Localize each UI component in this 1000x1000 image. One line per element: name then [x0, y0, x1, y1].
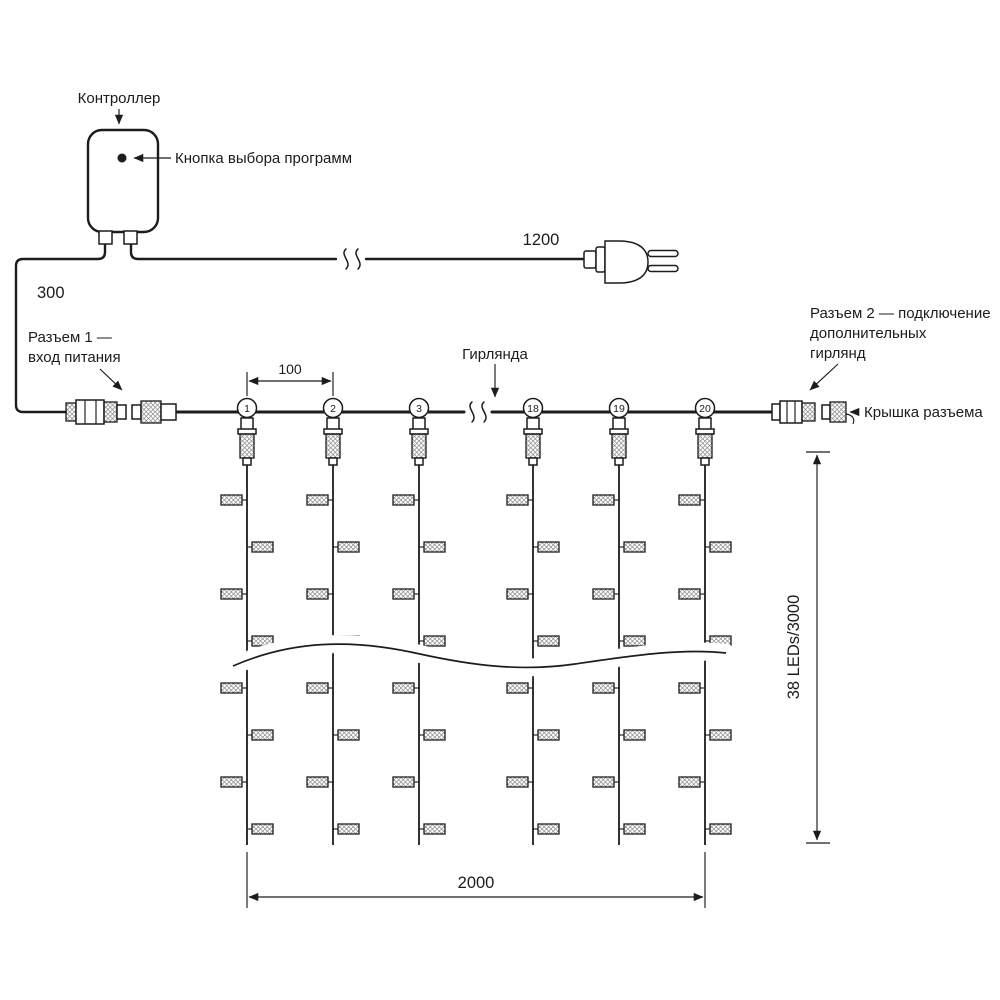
- connector-part: [779, 400, 803, 424]
- drop-string-20: [679, 418, 731, 845]
- drop-number-badges: 1 2 3 18 19 20: [236, 397, 716, 419]
- drop-string-1: [221, 418, 273, 845]
- program-button-label: Кнопка выбора программ: [175, 150, 352, 167]
- dimension-value-100: 100: [278, 361, 302, 377]
- connector-cap: [829, 401, 847, 423]
- drop-number: 18: [527, 403, 539, 415]
- controller: [86, 128, 160, 245]
- cap-label: Крышка разъема: [864, 404, 983, 421]
- controller-label: Контроллер: [78, 90, 161, 107]
- garland-label: Гирлянда: [462, 346, 528, 363]
- connector-part: [65, 402, 77, 422]
- cord-wire-left: [129, 242, 338, 261]
- controller-box: [86, 128, 160, 234]
- plug-ferrule: [583, 250, 597, 269]
- connector2-label-line3: гирлянд: [810, 345, 866, 362]
- plug-body: [604, 240, 649, 284]
- connector-1-power-input: [65, 399, 177, 425]
- connector-part: [116, 404, 127, 420]
- dimension-height: 38 LEDs/3000: [785, 451, 830, 844]
- program-select-button-dot: [117, 153, 127, 163]
- cord-length-label: 1200: [523, 231, 560, 249]
- connector2-label-line2: дополнительных: [810, 325, 927, 342]
- connector-2-extension: [771, 400, 855, 425]
- drop-number-circle: [408, 397, 430, 419]
- controller-terminal: [123, 230, 138, 245]
- garland-bus: [174, 401, 774, 423]
- connector-part: [140, 400, 162, 424]
- garland-break-symbol: [469, 401, 475, 423]
- connector-part: [103, 401, 118, 423]
- drop-number: 3: [416, 403, 422, 415]
- cap-strap: [845, 413, 855, 425]
- connector-cap-neck: [821, 404, 831, 420]
- drop-string-19: [593, 418, 645, 845]
- garland-break-symbol: [481, 401, 487, 423]
- connector2-label-line1: Разъем 2 — подключение: [810, 305, 991, 322]
- curtain-break-wave: [232, 643, 727, 669]
- drop-number-circle: [608, 397, 630, 419]
- connector-part: [160, 403, 177, 421]
- drop-number-circle: [694, 397, 716, 419]
- drop-number: 20: [699, 403, 711, 415]
- connector1-leader-arrow: [99, 368, 123, 391]
- drop-number-circle: [322, 397, 344, 419]
- cord-break-symbol: [355, 248, 361, 270]
- dimension-100: 100: [246, 361, 334, 396]
- leader-arrows: [99, 109, 860, 417]
- drop-string-18: [507, 418, 559, 845]
- drop-number-circle: [522, 397, 544, 419]
- lead-wire-300: [14, 242, 107, 414]
- drop-string-2: [307, 418, 359, 845]
- dimension-value-height: 38 LEDs/3000: [785, 595, 803, 700]
- drop-number: 2: [330, 403, 336, 415]
- connector-part: [771, 403, 781, 421]
- cord-break-symbol: [343, 248, 349, 270]
- drop-string-3: [393, 418, 445, 845]
- drop-number: 1: [244, 403, 250, 415]
- connector1-label-line1: Разъем 1 —: [28, 329, 112, 346]
- plug-prong: [647, 264, 679, 273]
- connector-part: [801, 402, 816, 422]
- connector-part: [75, 399, 105, 425]
- controller-terminal: [98, 230, 113, 245]
- connector2-leader-arrow: [809, 363, 839, 391]
- dimension-2000: 2000: [246, 852, 706, 908]
- plug-prong: [647, 249, 679, 258]
- dimension-value-2000: 2000: [458, 874, 495, 892]
- power-wiring: [14, 242, 586, 414]
- power-plug: [583, 240, 679, 284]
- text-labels: Контроллер Кнопка выбора программ 1200 3…: [28, 90, 991, 421]
- plug-step: [595, 246, 606, 273]
- drop-number: 19: [613, 403, 625, 415]
- connector1-label-line2: вход питания: [28, 349, 121, 366]
- drop-number-circle: [236, 397, 258, 419]
- connector-part: [131, 404, 142, 420]
- garland-drops: [221, 418, 731, 845]
- lead-length-label: 300: [37, 284, 65, 302]
